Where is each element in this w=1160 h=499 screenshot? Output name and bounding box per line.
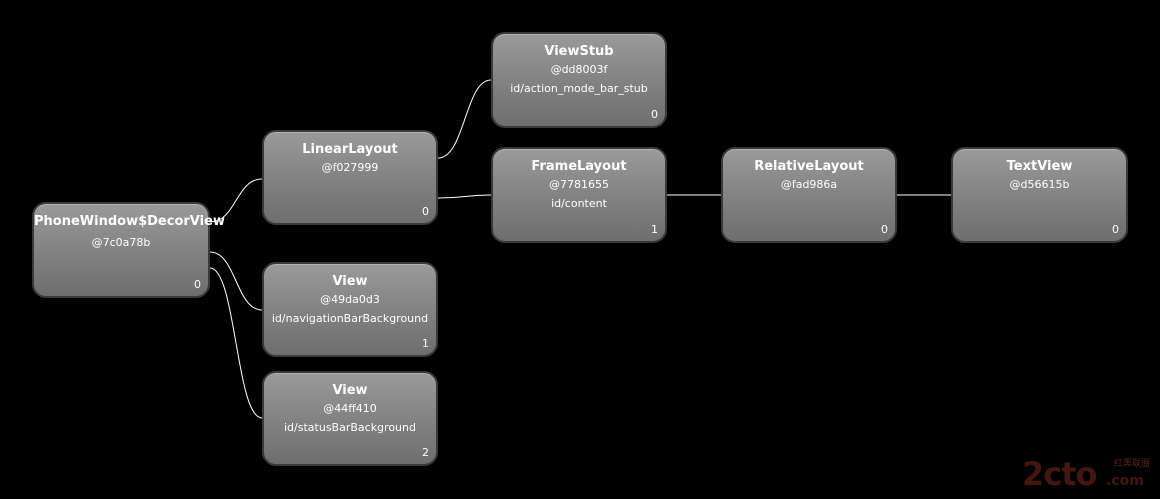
node-view-navigation-bar[interactable]: View @49da0d3 id/navigationBarBackground…: [262, 262, 438, 357]
node-view-stub[interactable]: ViewStub @dd8003f id/action_mode_bar_stu…: [491, 32, 667, 128]
watermark-logo: 2cto 红黑联盟 .com: [1022, 455, 1158, 495]
node-linear-layout[interactable]: LinearLayout @f027999 0: [262, 130, 438, 225]
node-hash: @7c0a78b: [91, 236, 151, 249]
link-linear-viewstub: [437, 79, 492, 159]
node-text-view[interactable]: TextView @d56615b 0: [951, 147, 1128, 243]
link-linear-frame: [437, 194, 492, 199]
node-hash: @49da0d3: [320, 293, 380, 306]
node-decor-view[interactable]: PhoneWindow$DecorView @7c0a78b 0: [32, 202, 225, 298]
node-title: ViewStub: [544, 44, 614, 59]
node-id: id/content: [551, 197, 607, 210]
node-hash: @d56615b: [1009, 178, 1070, 191]
node-index: 0: [651, 108, 658, 121]
node-title: View: [332, 274, 368, 289]
watermark-main-text: 2cto: [1022, 455, 1098, 493]
node-view-status-bar[interactable]: View @44ff410 id/statusBarBackground 2: [262, 371, 438, 466]
node-title: RelativeLayout: [754, 159, 864, 174]
node-id: id/navigationBarBackground: [271, 312, 429, 325]
link-decor-viewnav: [209, 251, 263, 311]
node-hash: @dd8003f: [550, 63, 608, 76]
node-hash: @7781655: [549, 178, 609, 191]
node-index: 0: [1112, 223, 1119, 236]
link-decor-linear: [209, 178, 263, 223]
node-hash: @fad986a: [780, 178, 838, 191]
node-title: View: [332, 383, 368, 398]
node-title: PhoneWindow$DecorView: [34, 214, 225, 229]
node-index: 0: [194, 278, 201, 291]
watermark-domain-text: .com: [1106, 473, 1144, 489]
node-index: 1: [651, 223, 658, 236]
node-relative-layout[interactable]: RelativeLayout @fad986a 0: [721, 147, 897, 243]
node-index: 2: [422, 446, 429, 459]
node-title: TextView: [1006, 159, 1073, 174]
node-index: 1: [422, 337, 429, 350]
node-index: 0: [422, 205, 429, 218]
link-decor-viewstatus: [209, 267, 263, 419]
node-title: LinearLayout: [302, 142, 398, 157]
node-frame-layout[interactable]: FrameLayout @7781655 id/content 1: [491, 147, 667, 243]
node-id: id/action_mode_bar_stub: [510, 82, 648, 95]
node-title: FrameLayout: [531, 159, 627, 174]
watermark-sub-text: 红黑联盟: [1114, 459, 1151, 469]
node-id: id/statusBarBackground: [284, 421, 416, 434]
node-hash: @44ff410: [323, 402, 377, 415]
node-index: 0: [881, 223, 888, 236]
node-hash: @f027999: [321, 161, 379, 174]
